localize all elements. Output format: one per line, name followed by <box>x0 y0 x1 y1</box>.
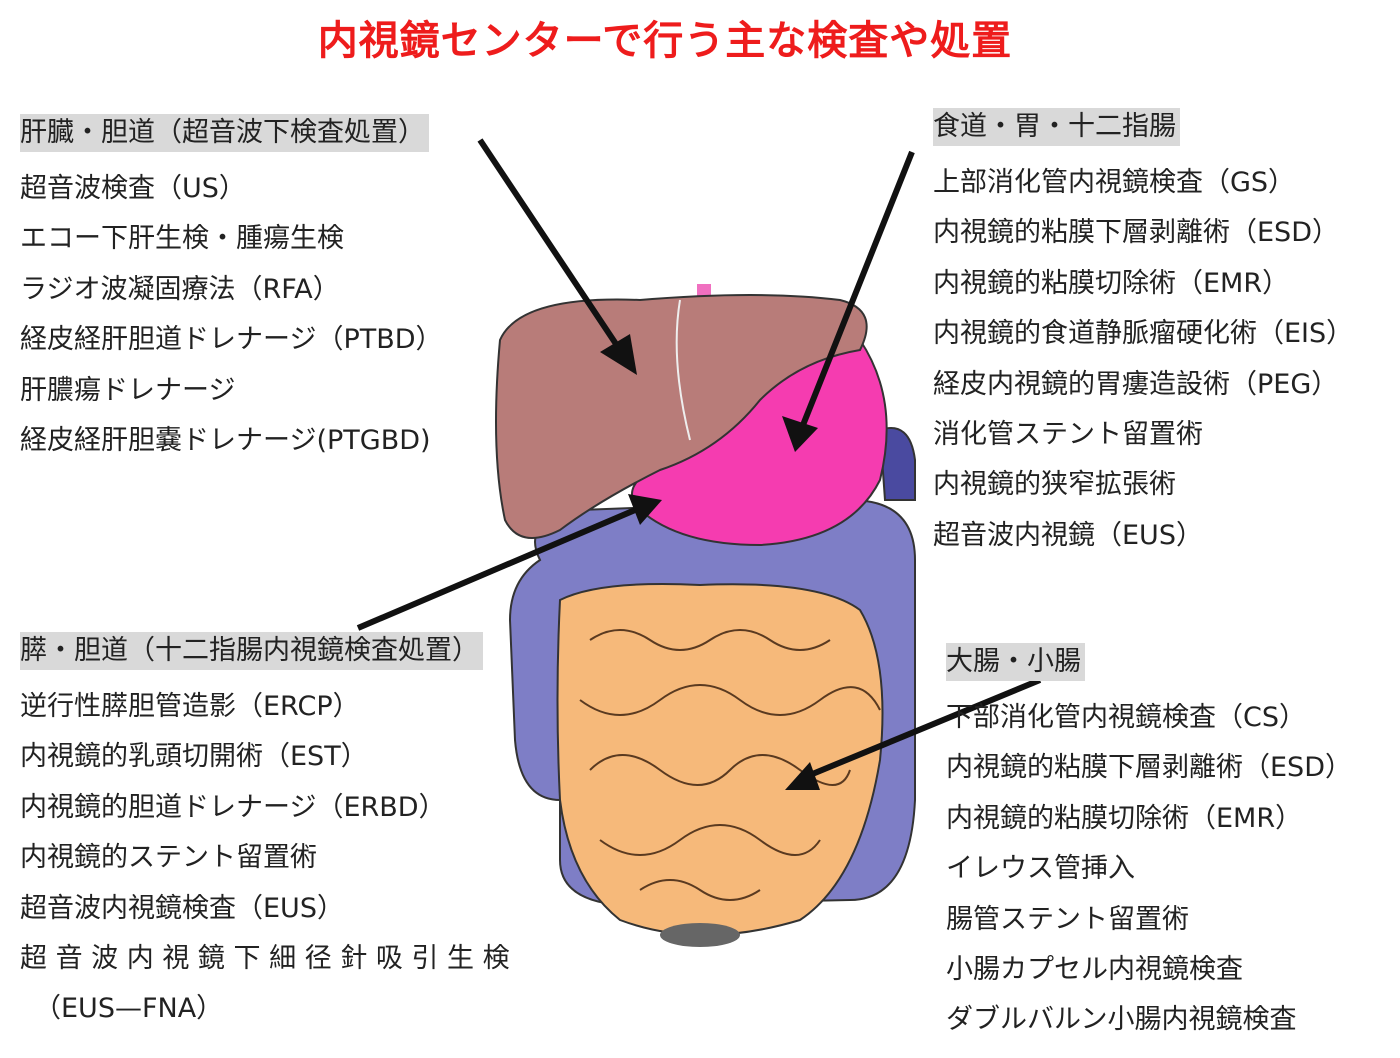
list-item: 内視鏡的粘膜切除術（EMR） <box>946 802 1303 834</box>
list-item: 経皮内視鏡的胃瘻造設術（PEG） <box>933 368 1339 400</box>
list-item: 内視鏡的胆道ドレナージ（ERBD） <box>20 791 446 823</box>
list-item: 超音波検査（US） <box>20 173 246 204</box>
section-heading: 食道・胃・十二指腸 <box>933 108 1180 146</box>
arrowhead-pancreas <box>628 494 662 525</box>
arrow-pancreas <box>356 507 637 631</box>
list-item: 内視鏡的粘膜下層剥離術（ESD） <box>933 217 1339 249</box>
list-item: エコー下肝生検・腫瘍生検 <box>20 223 344 255</box>
list-item: 内視鏡的狭窄拡張術 <box>933 469 1176 501</box>
section-liver-biliary: 肝臓・胆道（超音波下検査処置） 超音波検査（US） エコー下肝生検・腫瘍生検 ラ… <box>20 114 443 466</box>
section-pancreas-biliary: 膵・胆道（十二指腸内視鏡検査処置） 逆行性膵胆管造影（ERCP） 内視鏡的乳頭切… <box>20 632 510 1035</box>
list-item: 内視鏡的食道静脈瘤硬化術（EIS） <box>933 318 1354 350</box>
list-item: 超 音 波 内 視 鏡 下 細 径 針 吸 引 生 検 <box>20 943 510 975</box>
small-intestine <box>556 583 884 936</box>
list-item: 消化管ステント留置術 <box>933 419 1203 451</box>
liver-ligament <box>675 299 691 441</box>
liver <box>495 294 868 539</box>
arrow-stomach <box>800 150 915 427</box>
list-item: 下部消化管内視鏡検査（CS） <box>946 702 1306 733</box>
pointer-arrows <box>356 138 1042 790</box>
section-heading: 肝臓・胆道（超音波下検査処置） <box>20 114 429 152</box>
section-heading: 膵・胆道（十二指腸内視鏡検査処置） <box>20 632 483 670</box>
arrowhead-liver <box>600 334 637 375</box>
arrowhead-intestine <box>785 762 820 790</box>
list-item: 経皮経肝胆道ドレナージ（PTBD） <box>20 324 443 356</box>
list-item: 腸管ステント留置術 <box>946 903 1189 935</box>
list-item: ダブルバルン小腸内視鏡検査 <box>946 1004 1297 1036</box>
arrowhead-stomach <box>782 416 818 452</box>
list-item: イレウス管挿入 <box>946 853 1135 885</box>
section-colon-small-intestine: 大腸・小腸 下部消化管内視鏡検査（CS） 内視鏡的粘膜下層剥離術（ESD） 内視… <box>946 643 1352 1046</box>
list-item: 超音波内視鏡（EUS） <box>933 519 1203 551</box>
list-item: 内視鏡的乳頭切開術（EST） <box>20 741 368 773</box>
page-title: 内視鏡センターで行う主な検査や処置 <box>317 18 1013 64</box>
list-item: 内視鏡的粘膜切除術（EMR） <box>933 267 1290 299</box>
list-item: 内視鏡的ステント留置術 <box>20 842 317 874</box>
arrow-intestine <box>808 677 1042 778</box>
section-upper-gi: 食道・胃・十二指腸 上部消化管内視鏡検査（GS） 内視鏡的粘膜下層剥離術（ESD… <box>933 108 1353 561</box>
list-item: （EUS—FNA） <box>34 993 224 1025</box>
list-item: 逆行性膵胆管造影（ERCP） <box>20 691 360 722</box>
intestine-folds <box>579 629 881 901</box>
arrow-liver <box>477 138 623 352</box>
rectum <box>660 923 740 947</box>
list-item: 内視鏡的粘膜下層剥離術（ESD） <box>946 752 1352 784</box>
list-item: 上部消化管内視鏡検査（GS） <box>933 167 1296 198</box>
list-item: ラジオ波凝固療法（RFA） <box>20 273 340 305</box>
section-heading: 大腸・小腸 <box>946 643 1085 681</box>
list-item: 経皮経肝胆嚢ドレナージ(PTGBD) <box>20 425 431 457</box>
list-item: 肝膿瘍ドレナージ <box>20 374 236 406</box>
list-item: 小腸カプセル内視鏡検査 <box>946 954 1243 986</box>
list-item: 超音波内視鏡検査（EUS） <box>20 892 344 924</box>
spleen <box>878 427 916 501</box>
